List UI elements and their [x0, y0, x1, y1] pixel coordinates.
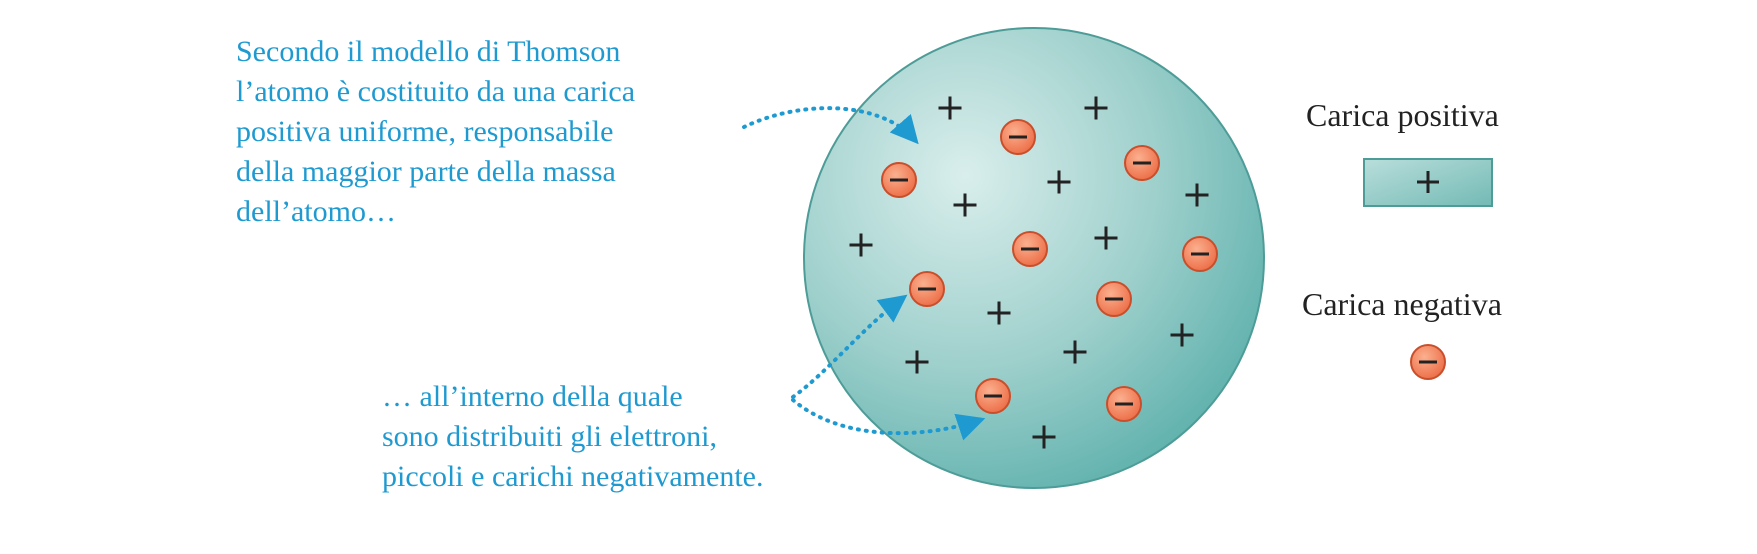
electron-minus-icon: [1124, 145, 1160, 181]
arrow-to-electron-lower: [791, 398, 986, 441]
plus-sign-icon: [1084, 96, 1108, 120]
caption-line: dell’atomo…: [236, 195, 396, 228]
arrow-to-positive-charge: [742, 106, 919, 145]
electron-minus-icon: [1182, 236, 1218, 272]
electron-minus-icon: [909, 271, 945, 307]
plus-sign-icon: [1047, 170, 1071, 194]
caption-line: l’atomo è costituito da una carica: [236, 75, 636, 108]
electron-minus-icon: [1012, 231, 1048, 267]
electron-minus-icon: [881, 162, 917, 198]
legend-positive-swatch: [1363, 158, 1493, 207]
caption-thomson-model: Secondo il modello di Thomson l’atomo è …: [236, 32, 635, 232]
caption-line: … all’interno della quale: [382, 380, 683, 413]
electron-minus-icon: [1096, 281, 1132, 317]
positive-charges: [849, 96, 1209, 449]
plus-sign-icon: [1094, 226, 1118, 250]
electron-minus-icon: [1106, 386, 1142, 422]
pointer-arrows: [742, 106, 986, 441]
legend-positive-title: Carica positiva: [1306, 97, 1499, 133]
plus-sign-icon: [905, 350, 929, 374]
plus-sign-icon: [1063, 340, 1087, 364]
plus-sign-icon: [1417, 171, 1439, 193]
plus-sign-icon: [987, 301, 1011, 325]
electrons: [881, 119, 1218, 422]
plus-sign-icon: [1185, 183, 1209, 207]
caption-line: piccoli e carichi negativamente.: [382, 460, 764, 493]
plus-sign-icon: [1032, 425, 1056, 449]
plus-sign-icon: [849, 233, 873, 257]
caption-line: sono distribuiti gli elettroni,: [382, 420, 717, 453]
electron-minus-icon: [1000, 119, 1036, 155]
caption-line: positiva uniforme, responsabile: [236, 115, 614, 148]
plus-sign-icon: [1170, 323, 1194, 347]
plus-sign-icon: [953, 193, 977, 217]
caption-line: della maggior parte della massa: [236, 155, 616, 188]
plus-sign-icon: [938, 96, 962, 120]
legend-negative-swatch: [1410, 344, 1446, 380]
electron-minus-icon: [975, 378, 1011, 414]
caption-line: Secondo il modello di Thomson: [236, 35, 621, 68]
arrow-to-electron-upper: [791, 294, 908, 399]
legend-negative-title: Carica negativa: [1302, 286, 1502, 322]
caption-electrons: … all’interno della quale sono distribui…: [382, 377, 763, 497]
